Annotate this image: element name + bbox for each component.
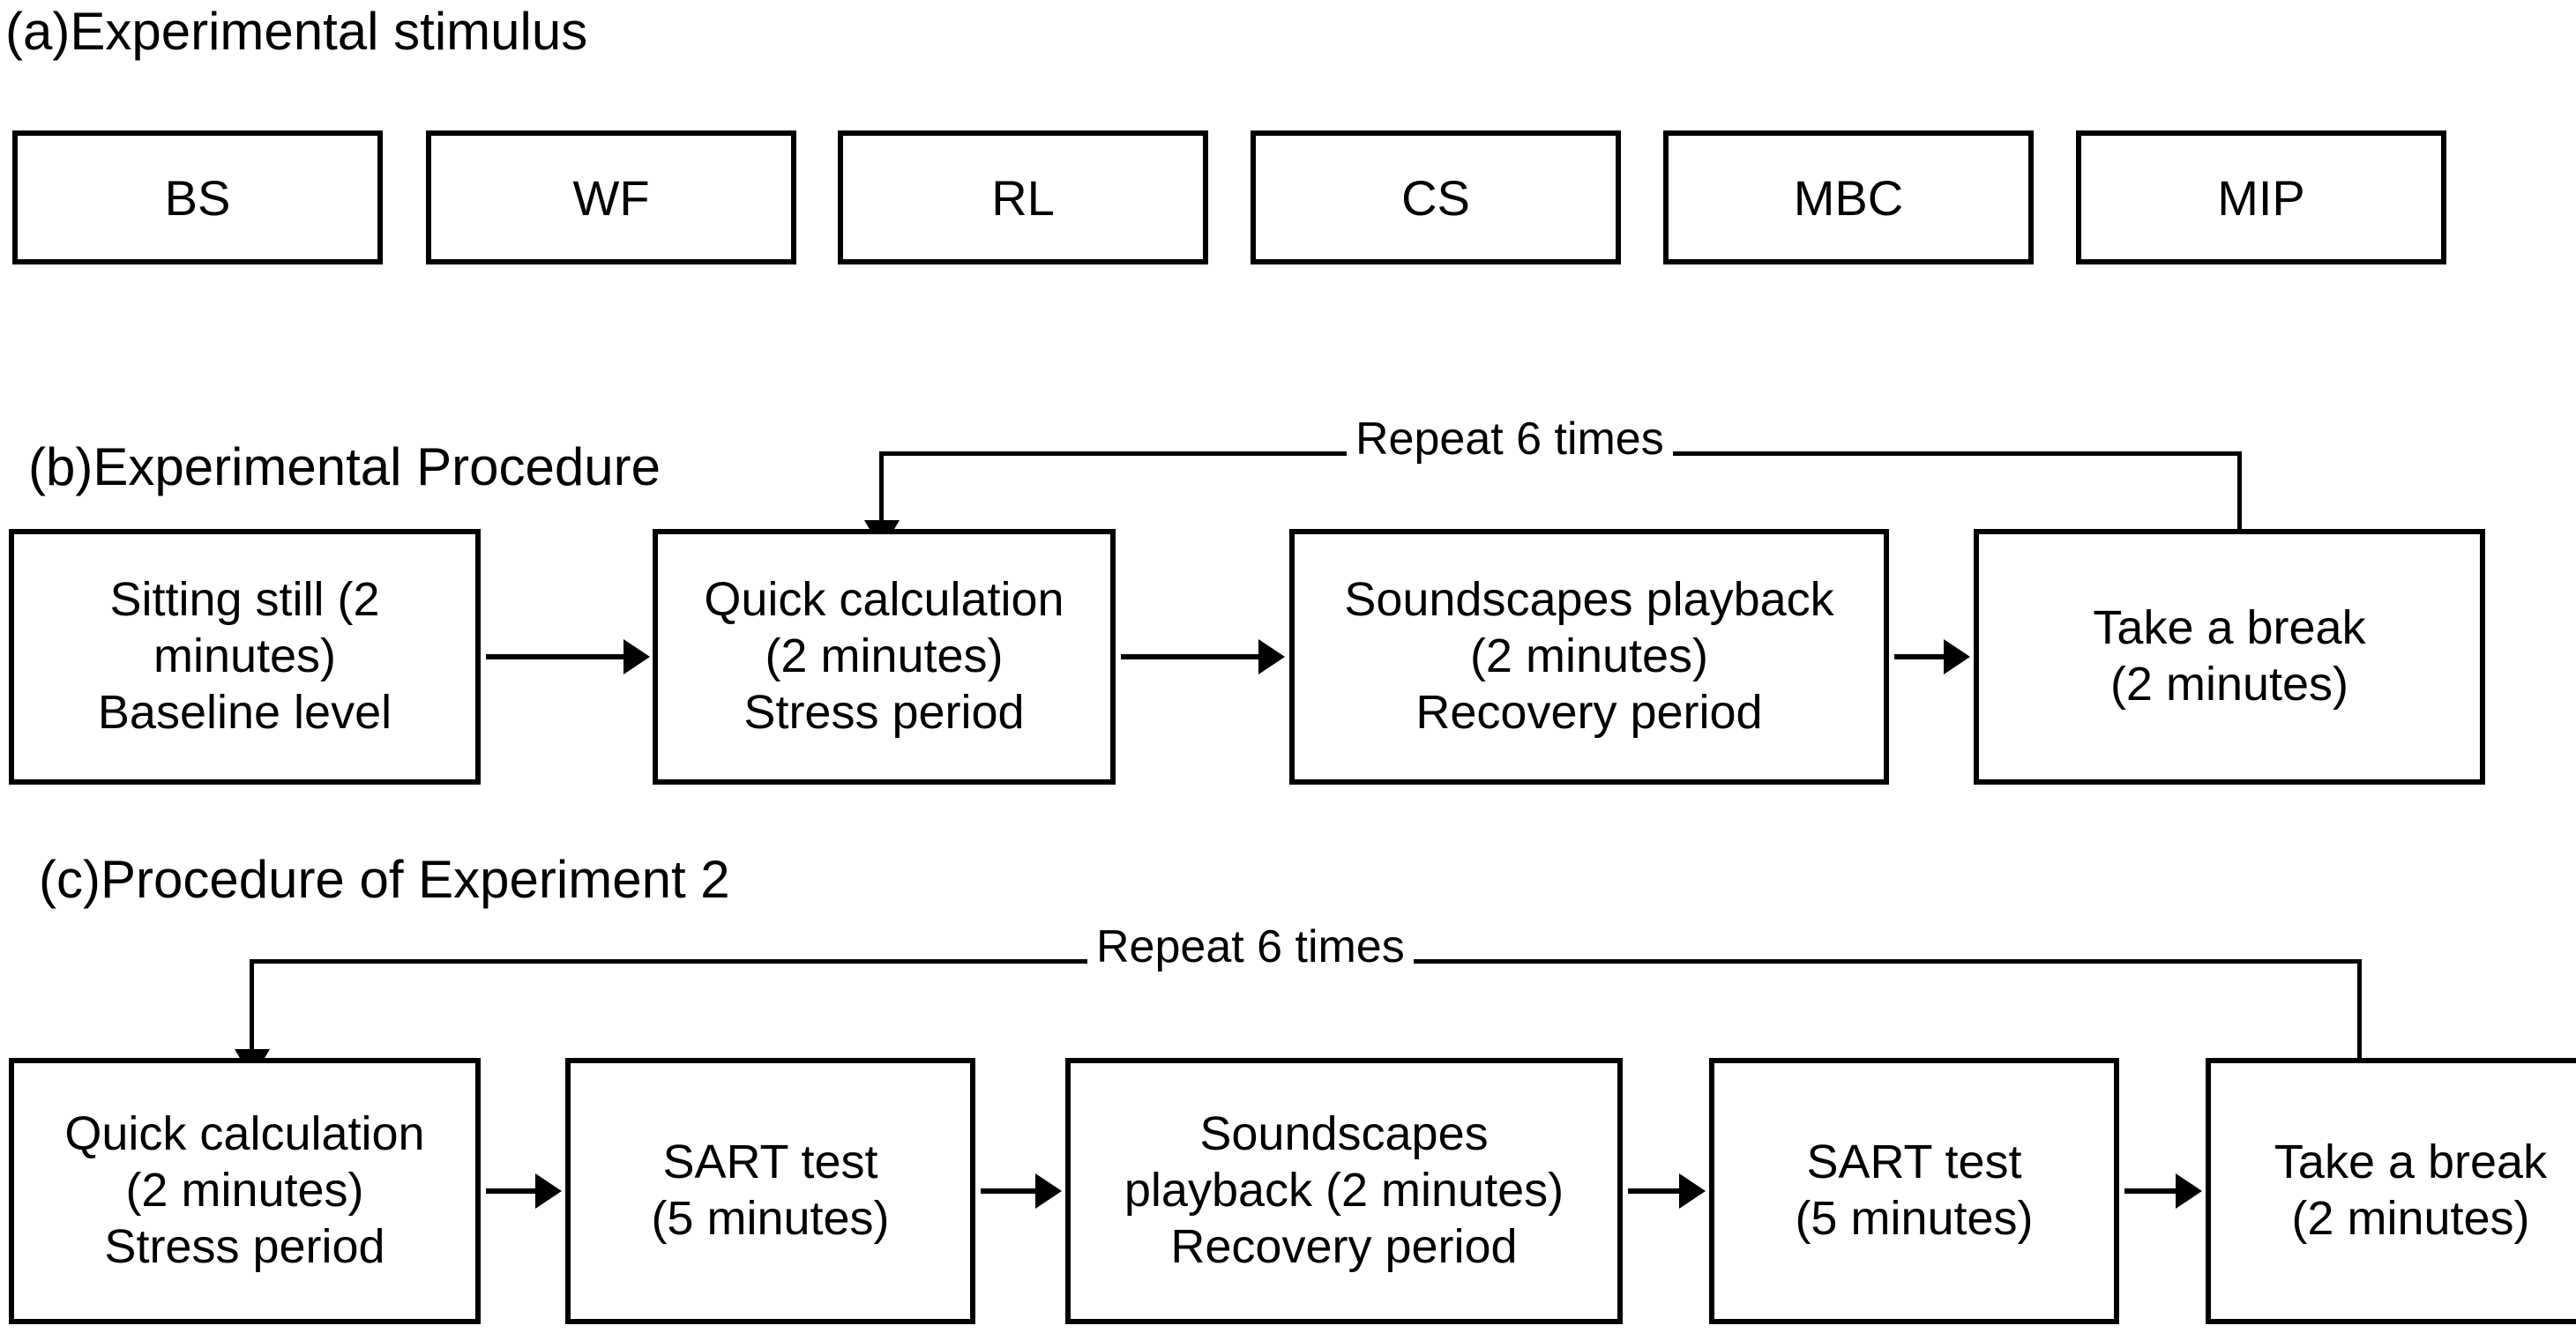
section-caption-a: (a)Experimental stimulus [5, 2, 588, 61]
procedure-c-step-take-a-break: Take a break (2 minutes) [2206, 1058, 2576, 1324]
procedure-b-step-take-a-break: Take a break (2 minutes) [1974, 529, 2485, 785]
loop-left-line [250, 959, 254, 1058]
arrow-c-2 [981, 1188, 1039, 1194]
step-line: Stress period [743, 685, 1025, 739]
stimulus-label: RL [991, 169, 1055, 226]
arrow-b-3 [1894, 654, 1947, 659]
step-line: Take a break [2274, 1136, 2548, 1189]
repeat-loop-label: Repeat 6 times [1347, 416, 1673, 462]
procedure-c-step-sart-test-1: SART test (5 minutes) [565, 1058, 975, 1324]
stimulus-label: MIP [2217, 169, 2305, 226]
procedure-c-step-quick-calculation: Quick calculation (2 minutes) Stress per… [9, 1058, 481, 1324]
procedure-b-step-quick-calculation: Quick calculation (2 minutes) Stress per… [653, 529, 1116, 785]
step-line: Soundscapes playback [1344, 573, 1834, 627]
stimulus-label: WF [572, 169, 650, 226]
arrow-b-2 [1121, 654, 1262, 659]
arrow-b-1 [486, 654, 627, 659]
step-line: (2 minutes) [125, 1164, 364, 1218]
step-line: minutes) [153, 629, 337, 683]
repeat-loop-c: Repeat 6 times [235, 924, 2362, 1079]
loop-left-line [879, 451, 884, 529]
arrow-c-1 [486, 1188, 539, 1194]
stimulus-label: MBC [1793, 169, 1904, 226]
procedure-b-step-sitting-still: Sitting still (2 minutes) Baseline level [9, 529, 481, 785]
stimulus-box-rl: RL [838, 130, 1208, 264]
procedure-b-step-soundscapes-playback: Soundscapes playback (2 minutes) Recover… [1289, 529, 1889, 785]
step-line: (5 minutes) [651, 1192, 890, 1245]
stimulus-box-mbc: MBC [1663, 130, 2034, 264]
repeat-loop-label: Repeat 6 times [1087, 924, 1414, 970]
step-line: Baseline level [97, 685, 392, 739]
arrow-c-3 [1628, 1188, 1683, 1194]
step-line: SART test [1806, 1136, 2022, 1189]
step-line: Recovery period [1170, 1219, 1518, 1273]
section-caption-c: (c)Procedure of Experiment 2 [39, 850, 730, 909]
step-line: (2 minutes) [2291, 1192, 2530, 1245]
step-line: Stress period [104, 1219, 385, 1273]
step-line: Sitting still (2 [109, 573, 380, 627]
step-line: (2 minutes) [765, 629, 1004, 683]
stimulus-box-mip: MIP [2076, 130, 2446, 264]
section-caption-b: (b)Experimental Procedure [28, 437, 661, 496]
stimulus-box-bs: BS [12, 130, 383, 264]
stimulus-label: CS [1401, 169, 1470, 226]
loop-right-line [2237, 451, 2242, 529]
step-line: Quick calculation [64, 1107, 425, 1161]
step-line: Soundscapes [1199, 1107, 1489, 1161]
procedure-c-step-sart-test-2: SART test (5 minutes) [1709, 1058, 2119, 1324]
arrow-c-4 [2124, 1188, 2179, 1194]
stimulus-box-cs: CS [1251, 130, 1621, 264]
step-line: SART test [662, 1136, 878, 1189]
step-line: Take a break [2093, 601, 2366, 655]
step-line: (2 minutes) [1469, 629, 1709, 683]
step-line: (2 minutes) [2109, 658, 2349, 711]
step-line: Recovery period [1415, 685, 1763, 739]
stimulus-label: BS [164, 169, 231, 226]
step-line: Quick calculation [704, 573, 1064, 627]
repeat-loop-b: Repeat 6 times [864, 416, 2242, 550]
step-line: (5 minutes) [1795, 1192, 2034, 1245]
loop-right-line [2357, 959, 2362, 1058]
procedure-c-step-soundscapes-playback: Soundscapes playback (2 minutes) Recover… [1065, 1058, 1623, 1324]
stimulus-box-wf: WF [426, 130, 796, 264]
step-line: playback (2 minutes) [1124, 1164, 1564, 1218]
